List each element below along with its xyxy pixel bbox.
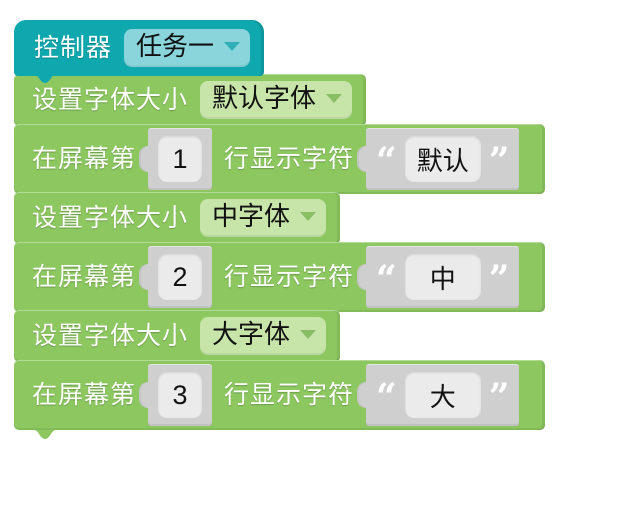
set-font-size-label-3: 设置字体大小: [32, 321, 189, 350]
chevron-down-icon: [224, 42, 241, 52]
display-text-input-1[interactable]: “ 默认 ”: [366, 128, 520, 190]
display-text-value-2: 中: [404, 254, 481, 300]
chevron-down-icon: [326, 94, 343, 104]
block-set-font-size-1[interactable]: 设置字体大小 默认字体: [14, 74, 367, 133]
font-size-dropdown-value-1: 默认字体: [212, 83, 317, 114]
block-set-font-size-3[interactable]: 设置字体大小 大字体: [14, 310, 341, 369]
block-display-line-1[interactable]: 在屏幕第 1 行显示字符 “ 默认 ”: [14, 124, 546, 201]
quote-close-icon: ”: [488, 258, 510, 301]
display-line-label-after-2: 行显示字符: [224, 262, 355, 291]
display-text-value-1: 默认: [404, 136, 481, 182]
line-number-value-1: 1: [158, 136, 203, 182]
quote-open-icon: “: [376, 258, 397, 301]
line-number-input-1[interactable]: 1: [148, 128, 213, 190]
hat-label: 控制器: [34, 33, 113, 62]
quote-open-icon: “: [376, 140, 397, 183]
block-display-line-2[interactable]: 在屏幕第 2 行显示字符 “ 中 ”: [14, 242, 546, 319]
hat-task-dropdown-value: 任务一: [136, 31, 215, 62]
line-number-input-3[interactable]: 3: [148, 364, 213, 426]
block-display-line-3[interactable]: 在屏幕第 3 行显示字符 “ 大 ”: [14, 360, 546, 439]
hat-task-dropdown[interactable]: 任务一: [124, 29, 251, 67]
display-line-label-before-3: 在屏幕第: [32, 380, 137, 409]
display-text-value-3: 大: [404, 372, 481, 418]
chevron-down-icon: [300, 330, 317, 340]
display-line-label-after-1: 行显示字符: [224, 144, 355, 173]
line-number-value-2: 2: [158, 254, 203, 300]
font-size-dropdown-value-3: 大字体: [212, 319, 291, 350]
font-size-dropdown-3[interactable]: 大字体: [200, 317, 327, 355]
quote-close-icon: ”: [488, 376, 510, 419]
display-line-label-after-3: 行显示字符: [224, 380, 355, 409]
set-font-size-label-1: 设置字体大小: [32, 85, 189, 114]
block-script[interactable]: 控制器 任务一 设置字体大小 默认字体 在屏幕第 1 行显示字符: [14, 20, 546, 439]
font-size-dropdown-value-2: 中字体: [212, 201, 291, 232]
line-number-input-2[interactable]: 2: [148, 246, 213, 308]
block-set-font-size-2[interactable]: 设置字体大小 中字体: [14, 192, 341, 251]
display-text-input-2[interactable]: “ 中 ”: [366, 246, 520, 308]
display-line-label-before-2: 在屏幕第: [32, 262, 137, 291]
quote-close-icon: ”: [488, 140, 510, 183]
line-number-value-3: 3: [158, 372, 203, 418]
display-text-input-3[interactable]: “ 大 ”: [366, 364, 520, 426]
chevron-down-icon: [300, 212, 317, 222]
block-controller-hat[interactable]: 控制器 任务一: [14, 20, 265, 83]
font-size-dropdown-1[interactable]: 默认字体: [200, 81, 353, 119]
font-size-dropdown-2[interactable]: 中字体: [200, 199, 327, 237]
quote-open-icon: “: [376, 376, 397, 419]
set-font-size-label-2: 设置字体大小: [32, 203, 189, 232]
script-end-notch: [28, 430, 62, 439]
display-line-label-before-1: 在屏幕第: [32, 144, 137, 173]
